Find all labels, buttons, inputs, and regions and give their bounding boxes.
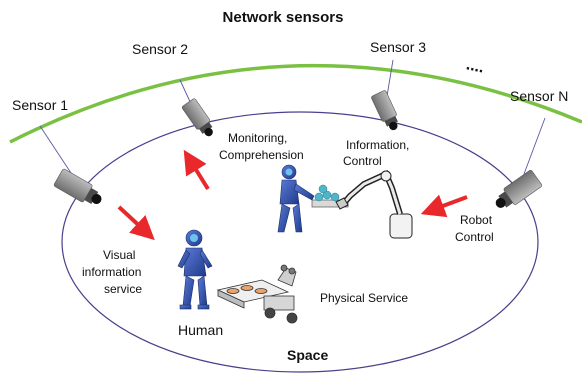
svg-text:Control: Control <box>455 230 494 244</box>
red-arrows <box>117 149 468 241</box>
svg-text:service: service <box>104 282 142 296</box>
visual-information-label: Visual information service <box>82 248 142 296</box>
arrow-icon <box>117 205 155 241</box>
camera-icon <box>495 169 542 208</box>
camera-icon <box>371 90 398 131</box>
human-label: Human <box>178 322 223 338</box>
service-robot-icon <box>216 264 298 324</box>
svg-text:Control: Control <box>343 154 382 168</box>
svg-text:information: information <box>82 265 141 279</box>
robot-control-label: Robot Control <box>455 213 494 244</box>
diagram-title: Network sensors <box>223 9 344 26</box>
arrow-icon <box>420 194 468 218</box>
sensor-n-label: Sensor N <box>510 88 568 104</box>
information-control-label: Information, Control <box>343 138 409 168</box>
camera-icon <box>181 98 213 137</box>
operator-figure-icon <box>277 164 315 233</box>
human-figure-icon <box>177 229 213 310</box>
robot-arm-icon <box>335 170 413 239</box>
sensor-1-label: Sensor 1 <box>12 97 68 113</box>
sensor-3-label: Sensor 3 <box>370 39 426 55</box>
camera-icon <box>53 168 102 205</box>
more-sensors-ellipsis: .... <box>465 56 486 76</box>
monitoring-label: Monitoring, Comprehension <box>219 131 304 162</box>
svg-text:Monitoring,: Monitoring, <box>228 131 287 145</box>
space-label: Space <box>287 347 328 363</box>
space-boundary <box>61 111 539 373</box>
svg-text:Visual: Visual <box>103 248 135 262</box>
physical-service-label: Physical Service <box>320 291 408 305</box>
svg-text:Robot: Robot <box>460 213 493 227</box>
sensor-2-label: Sensor 2 <box>132 41 188 57</box>
tray-icon <box>311 184 349 208</box>
sensor-network-ring <box>9 63 582 144</box>
svg-text:Information,: Information, <box>346 138 409 152</box>
svg-text:Comprehension: Comprehension <box>219 148 304 162</box>
arrow-icon <box>183 149 210 191</box>
